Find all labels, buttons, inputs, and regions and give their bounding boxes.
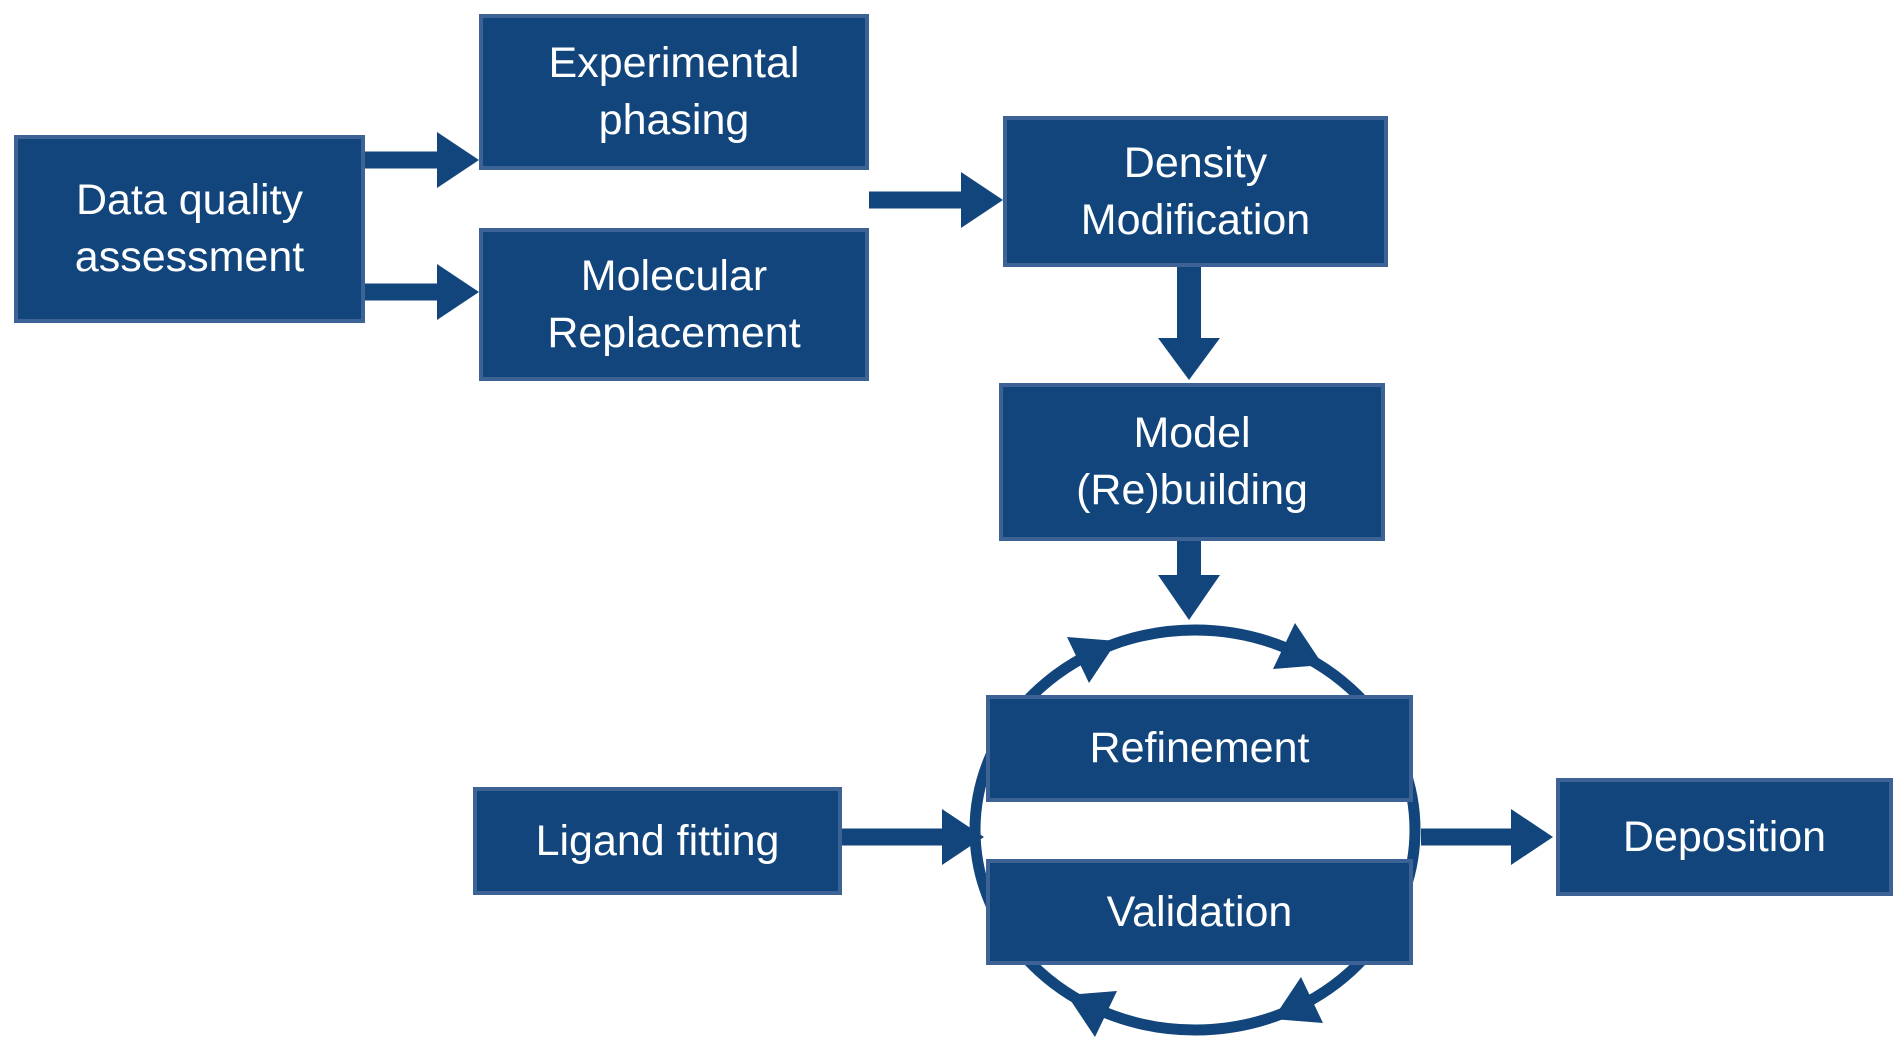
arrow-ligand-to-cycle-icon xyxy=(842,809,984,865)
cycle-arrowhead-top-right-icon xyxy=(1273,623,1323,669)
node-validation: Validation xyxy=(986,859,1413,965)
node-data-quality-assessment: Data quality assessment xyxy=(14,135,365,323)
node-experimental-phasing: Experimental phasing xyxy=(479,14,869,170)
cycle-arrowhead-bottom-left-icon xyxy=(1067,991,1117,1037)
node-density-modification: Density Modification xyxy=(1003,116,1388,267)
arrow-dqa-to-molecular-replacement-icon xyxy=(365,264,479,320)
refinement-validation-cycle-circle xyxy=(969,624,1421,1036)
node-label: Molecular Replacement xyxy=(547,251,801,357)
node-label: Experimental phasing xyxy=(548,39,800,144)
arrow-phasing-to-density-modification-icon xyxy=(869,172,1003,228)
arrow-dqa-to-experimental-phasing-icon xyxy=(365,132,479,188)
node-refinement: Refinement xyxy=(986,695,1413,802)
cycle-arrowhead-bottom-right-icon xyxy=(1273,977,1323,1023)
node-label: Deposition xyxy=(1622,812,1827,861)
node-molecular-replacement: Molecular Replacement xyxy=(479,228,869,381)
node-model-rebuilding: Model (Re)building xyxy=(999,383,1385,541)
node-label: Validation xyxy=(1106,887,1293,936)
node-label: Model (Re)building xyxy=(1076,409,1308,514)
arrow-density-to-model-rebuilding-icon xyxy=(1158,267,1220,380)
node-label: Refinement xyxy=(1089,724,1310,773)
node-label: Ligand fitting xyxy=(535,816,780,865)
arrow-cycle-to-deposition-icon xyxy=(1421,809,1553,865)
arrow-model-to-cycle-icon xyxy=(1158,541,1220,620)
cycle-arrowhead-top-left-icon xyxy=(1067,637,1117,683)
node-deposition: Deposition xyxy=(1556,778,1893,896)
node-ligand-fitting: Ligand fitting xyxy=(473,787,842,895)
node-label: Data quality assessment xyxy=(74,176,305,281)
node-label: Density Modification xyxy=(1080,138,1311,244)
